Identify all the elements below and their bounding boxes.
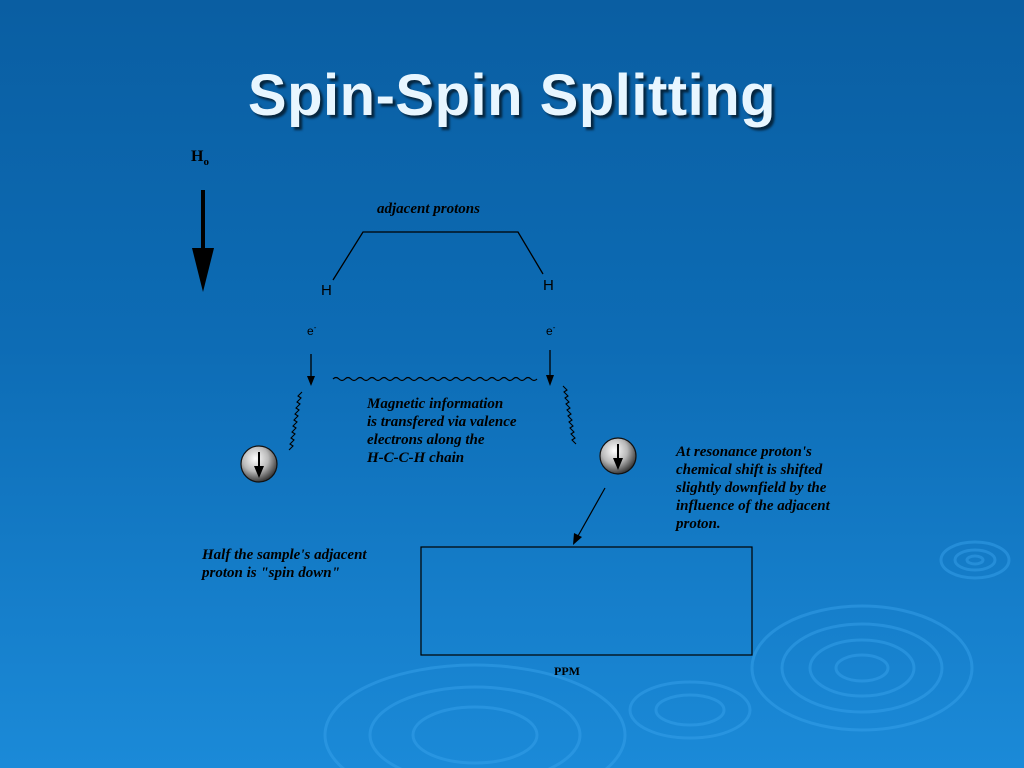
resonance-line-5: proton. — [676, 516, 721, 532]
field-label-main: H — [191, 148, 204, 165]
downfield-arrow-icon — [573, 487, 606, 545]
proton-bracket — [332, 231, 544, 281]
electron-arrow-right-icon — [546, 350, 554, 386]
spin-down-right-icon — [599, 437, 637, 475]
field-label-subscript: o — [203, 156, 209, 169]
spin-down-left-icon — [240, 445, 278, 483]
ppm-axis-label: PPM — [554, 664, 580, 678]
proton-h-left: H — [321, 282, 332, 299]
resonance-line-4: influence of the adjacent — [676, 498, 830, 514]
resonance-line-2: chemical shift is shifted — [676, 462, 823, 478]
electron-left-symbol: e — [307, 324, 314, 338]
half-sample-line-1: Half the sample's adjacent — [202, 547, 367, 563]
electron-left: e- — [307, 323, 316, 338]
magnetic-info-line-2: is transfered via valence — [367, 414, 517, 430]
wave-left — [288, 391, 303, 451]
electron-arrow-left-icon — [307, 354, 315, 386]
wave-right — [562, 385, 577, 445]
electron-right-charge: - — [552, 323, 556, 332]
electron-right-symbol: e — [546, 324, 553, 338]
magnetic-info-line-4: H-C-C-H chain — [367, 450, 465, 466]
coupling-wave — [332, 376, 538, 382]
magnetic-info-line-1: Magnetic information — [367, 396, 504, 412]
magnetic-info-line-3: electrons along the — [367, 432, 485, 448]
resonance-line-3: slightly downfield by the — [676, 480, 827, 496]
spectrum-box — [420, 546, 753, 656]
electron-right: e- — [546, 323, 555, 338]
slide-title: Spin-Spin Splitting — [247, 63, 777, 128]
adjacent-protons-label: adjacent protons — [377, 201, 480, 217]
resonance-line-1: At resonance proton's — [676, 444, 812, 460]
field-arrow-icon — [192, 190, 214, 292]
proton-h-right: H — [543, 277, 554, 294]
field-label: Ho — [191, 148, 209, 168]
half-sample-line-2: proton is "spin down" — [202, 565, 340, 581]
electron-left-charge: - — [313, 323, 317, 332]
